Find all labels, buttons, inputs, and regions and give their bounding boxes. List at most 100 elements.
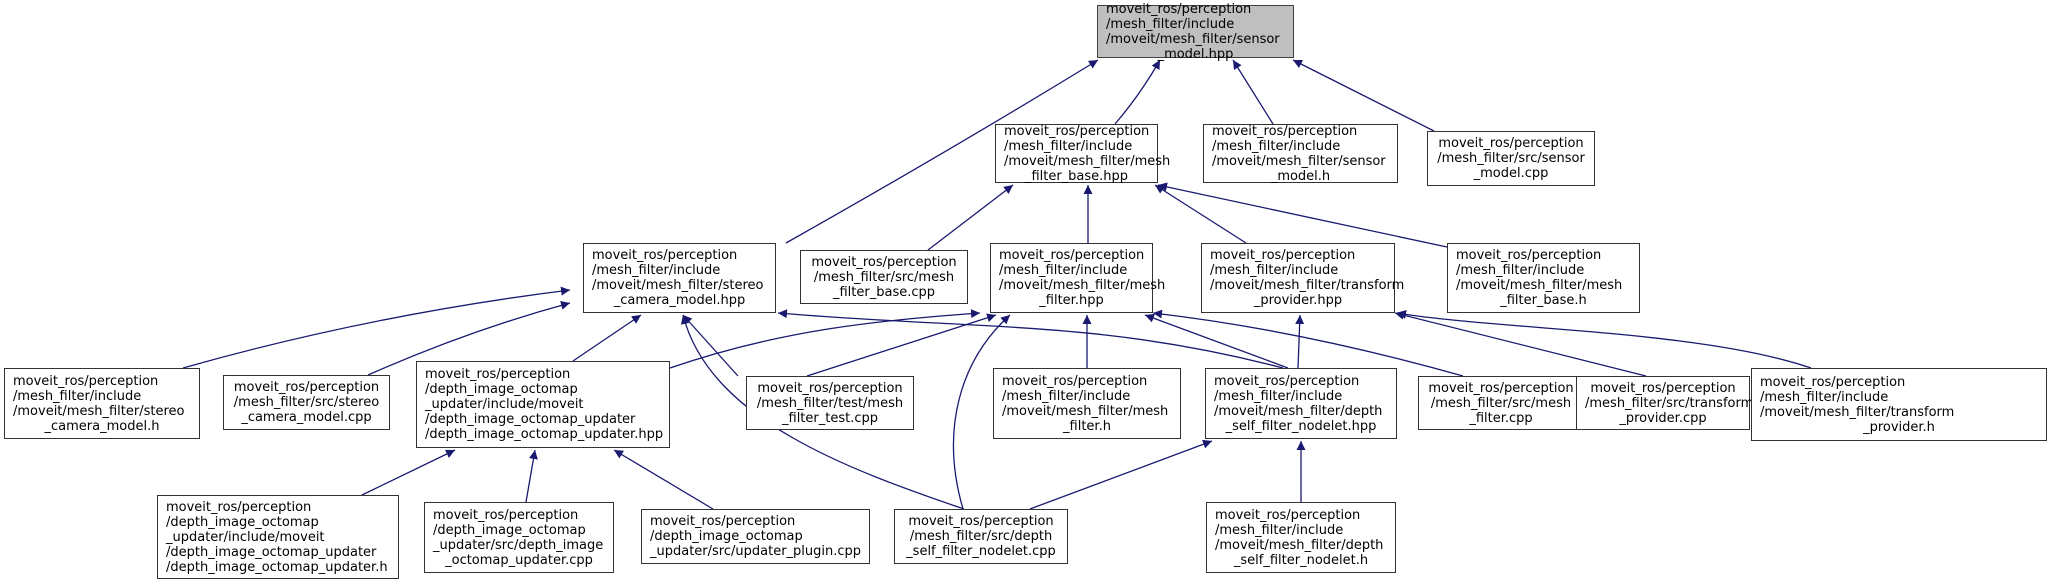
- node-mesh-filter-h[interactable]: moveit_ros/perception/mesh_filter/includ…: [993, 368, 1181, 439]
- node-label-line: /mesh_filter/include: [1002, 388, 1131, 404]
- node-label-line: /depth_image_octomap: [433, 522, 586, 538]
- node-label-line: /mesh_filter/src/depth: [909, 529, 1053, 544]
- node-label-line: moveit_ros/perception: [1456, 248, 1602, 263]
- edge-n11-to-n6: [669, 309, 981, 369]
- edge-n21-to-n6: [952, 314, 1011, 510]
- node-depth-self-filter-nodelet-h[interactable]: moveit_ros/perception/mesh_filter/includ…: [1206, 502, 1396, 573]
- node-label-line: _updater/include/moveit: [425, 397, 584, 412]
- node-label-line: _filter_test.cpp: [782, 410, 878, 426]
- node-label-line: /mesh_filter/src/mesh: [1430, 395, 1572, 411]
- edge-n20-to-n11: [613, 449, 714, 510]
- node-label-line: moveit_ros/perception: [592, 248, 738, 263]
- edge-n17-to-n7: [1396, 310, 1812, 369]
- edge-n8-to-n1: [1157, 182, 1448, 248]
- node-sensor-model-cpp[interactable]: moveit_ros/perception/mesh_filter/src/se…: [1427, 131, 1595, 186]
- edge-n19-to-n11: [525, 449, 538, 503]
- node-label-line: /mesh_filter/include: [13, 388, 142, 404]
- node-mesh-filter-base-h[interactable]: moveit_ros/perception/mesh_filter/includ…: [1447, 243, 1640, 313]
- node-label-line: _filter.h: [1063, 418, 1111, 434]
- node-depth-image-octomap-updater-h[interactable]: moveit_ros/perception/depth_image_octoma…: [157, 495, 399, 579]
- node-depth-image-octomap-updater-cpp[interactable]: moveit_ros/perception/depth_image_octoma…: [424, 502, 614, 573]
- edge-n9-to-n4: [182, 286, 571, 369]
- node-label-line: /mesh_filter/test/mesh: [756, 395, 904, 411]
- edge-n14-to-n7: [1295, 314, 1305, 369]
- edge-n12-to-n6: [806, 313, 997, 377]
- node-label-line: _camera_model.hpp: [613, 293, 746, 308]
- node-label-line: _updater/src/depth_image: [433, 537, 604, 553]
- node-label-line: _camera_model.cpp: [241, 410, 372, 425]
- node-label-line: /moveit/mesh_filter/mesh: [999, 278, 1166, 293]
- node-label-line: moveit_ros/perception: [1438, 136, 1584, 151]
- node-label-line: /mesh_filter/include: [1456, 263, 1585, 278]
- node-transform-provider-hpp[interactable]: moveit_ros/perception/mesh_filter/includ…: [1201, 243, 1404, 313]
- node-label-line: moveit_ros/perception: [1215, 507, 1361, 523]
- node-updater-plugin-cpp[interactable]: moveit_ros/perception/depth_image_octoma…: [641, 509, 870, 564]
- node-label-line: /mesh_filter/include: [592, 263, 721, 278]
- edge-n3-to-n0: [1292, 59, 1435, 132]
- node-label-line: _updater/include/moveit: [166, 529, 325, 545]
- node-label-line: moveit_ros/perception: [425, 367, 571, 382]
- node-label-line: moveit_ros/perception: [233, 380, 380, 395]
- node-label-line: /mesh_filter/include: [1215, 522, 1344, 538]
- node-label-line: moveit_ros/perception: [1212, 123, 1358, 139]
- edge-n5-to-n1: [927, 184, 1014, 251]
- edge-n10-to-n4: [367, 301, 571, 376]
- node-label-line: _model.cpp: [1473, 166, 1549, 181]
- node-label-line: moveit_ros/perception: [908, 514, 1054, 529]
- node-label-line: moveit_ros/perception: [1004, 123, 1150, 139]
- node-label-line: _octomap_updater.cpp: [445, 552, 593, 568]
- node-label-line: moveit_ros/perception: [1210, 248, 1356, 263]
- node-label-line: moveit_ros/perception: [757, 380, 903, 396]
- edge-n14-to-n6: [1144, 313, 1289, 369]
- node-label-line: _filter_base.h: [1500, 293, 1587, 308]
- node-label-line: /depth_image_octomap_updater.hpp: [425, 427, 664, 442]
- node-stereo-camera-model-hpp[interactable]: moveit_ros/perception/mesh_filter/includ…: [583, 243, 776, 313]
- node-label-line: _updater/src/updater_plugin.cpp: [650, 544, 862, 559]
- node-label-line: /depth_image_octomap_updater: [166, 544, 377, 560]
- node-label-line: _filter_base.cpp: [832, 284, 935, 300]
- edge-n12-to-n4: [682, 314, 739, 377]
- edge-n15-to-n6: [1152, 309, 1464, 377]
- node-label-line: _self_filter_nodelet.h: [1233, 552, 1369, 568]
- node-mesh-filter-hpp[interactable]: moveit_ros/perception/mesh_filter/includ…: [990, 243, 1166, 313]
- node-stereo-camera-model-cpp[interactable]: moveit_ros/perception/mesh_filter/src/st…: [223, 375, 390, 430]
- node-sensor-model-h[interactable]: moveit_ros/perception/mesh_filter/includ…: [1203, 123, 1398, 184]
- edge-n16-to-n7: [1394, 310, 1647, 377]
- node-label-line: /depth_image_octomap: [425, 382, 578, 397]
- node-label-line: /moveit/mesh_filter/mesh: [1002, 403, 1169, 419]
- edge-n18-to-n11: [361, 449, 456, 496]
- edge-n21-to-n4: [680, 314, 965, 510]
- node-mesh-filter-cpp[interactable]: moveit_ros/perception/mesh_filter/src/me…: [1418, 376, 1584, 430]
- node-label-line: /depth_image_octomap: [650, 529, 803, 544]
- node-label-line: moveit_ros/perception: [13, 373, 159, 389]
- node-mesh-filter-base-hpp[interactable]: moveit_ros/perception/mesh_filter/includ…: [995, 123, 1170, 184]
- node-label-line: _model.hpp: [1157, 46, 1234, 62]
- node-label-line: _provider.hpp: [1253, 293, 1343, 308]
- node-label-line: moveit_ros/perception: [999, 248, 1145, 263]
- node-transform-provider-cpp[interactable]: moveit_ros/perception/mesh_filter/src/tr…: [1576, 376, 1753, 430]
- node-label-line: moveit_ros/perception: [1760, 374, 1906, 390]
- node-mesh-filter-base-cpp[interactable]: moveit_ros/perception/mesh_filter/src/me…: [800, 250, 968, 304]
- node-stereo-camera-model-h[interactable]: moveit_ros/perception/mesh_filter/includ…: [4, 368, 200, 439]
- node-depth-image-octomap-updater-hpp[interactable]: moveit_ros/perception/depth_image_octoma…: [416, 361, 670, 448]
- node-label-line: /mesh_filter/include: [1106, 16, 1235, 32]
- edge-n21-to-n14: [1029, 439, 1213, 510]
- node-label-line: /mesh_filter/include: [1004, 138, 1133, 154]
- node-depth-self-filter-nodelet-hpp[interactable]: moveit_ros/perception/mesh_filter/includ…: [1205, 368, 1397, 439]
- node-label-line: moveit_ros/perception: [166, 499, 312, 515]
- node-label-line: /moveit/mesh_filter/stereo: [13, 403, 185, 419]
- node-label-line: /mesh_filter/include: [1210, 263, 1339, 278]
- node-label-line: moveit_ros/perception: [1590, 380, 1736, 396]
- node-root-sensor-model-hpp[interactable]: moveit_ros/perception/mesh_filter/includ…: [1097, 2, 1294, 62]
- node-label-line: _provider.h: [1863, 419, 1935, 435]
- node-depth-self-filter-nodelet-cpp[interactable]: moveit_ros/perception/mesh_filter/src/de…: [894, 509, 1068, 564]
- node-mesh-filter-test-cpp[interactable]: moveit_ros/perception/mesh_filter/test/m…: [746, 376, 914, 430]
- node-label-line: _provider.cpp: [1619, 410, 1707, 426]
- edge-n4-to-n0: [785, 59, 1099, 244]
- node-label-line: moveit_ros/perception: [1428, 380, 1574, 396]
- node-label-line: moveit_ros/perception: [433, 507, 579, 523]
- node-label-line: /mesh_filter/include: [1212, 138, 1341, 154]
- node-label-line: moveit_ros/perception: [650, 514, 796, 529]
- node-label-line: /mesh_filter/include: [999, 263, 1128, 278]
- node-transform-provider-h[interactable]: moveit_ros/perception/mesh_filter/includ…: [1751, 368, 2047, 441]
